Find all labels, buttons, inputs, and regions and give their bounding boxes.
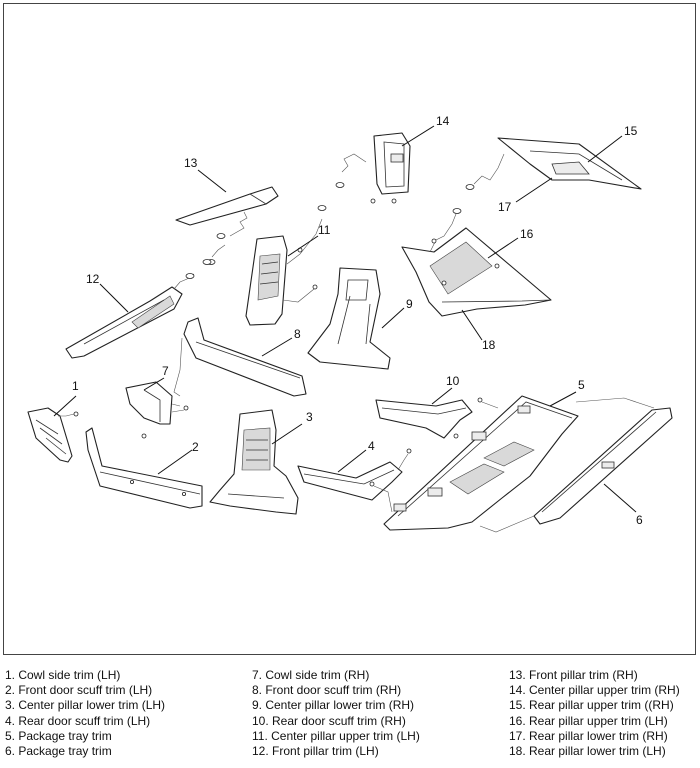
- callout-7: 7: [162, 364, 169, 378]
- legend-item: 16. Rear pillar upper trim (LH): [509, 713, 668, 728]
- callout-11: 11: [318, 223, 331, 237]
- legend-column-2: 7. Cowl side trim (RH) 8. Front door scu…: [252, 668, 420, 759]
- callout-6: 6: [636, 513, 643, 527]
- part-package-tray-trim: [369, 395, 579, 531]
- leader-lines: [53, 125, 637, 513]
- legend-item: 10. Rear door scuff trim (RH): [252, 713, 406, 728]
- diagram-frame: 1 2 3 4 5 6 7 8 9 10 11 12 13 14 15 16 1…: [3, 3, 696, 655]
- legend-item: 18. Rear pillar lower trim (LH): [509, 744, 666, 759]
- legend-item: 3. Center pillar lower trim (LH): [5, 698, 166, 713]
- part-front-door-scuff-trim-lh: [85, 427, 203, 509]
- callout-12: 12: [86, 272, 100, 286]
- legend-item: 15. Rear pillar upper trim ((RH): [509, 698, 674, 713]
- callout-14: 14: [436, 114, 450, 128]
- part-cowl-side-trim-rh: [125, 381, 189, 439]
- legend-item: 12. Front pillar trim (LH): [252, 744, 379, 759]
- legend-item: 5. Package tray trim: [5, 728, 112, 743]
- part-center-pillar-upper-trim-lh: [245, 205, 327, 326]
- part-rear-door-scuff-trim-lh: [297, 448, 412, 501]
- exploded-view-diagram: 1 2 3 4 5 6 7 8 9 10 11 12 13 14 15 16 1…: [27, 114, 673, 533]
- legend-item: 2. Front door scuff trim (LH): [5, 683, 153, 698]
- parts-legend: 1. Cowl side trim (LH) 2. Front door scu…: [5, 668, 695, 766]
- callout-17: 17: [498, 200, 512, 214]
- legend-item: 6. Package tray trim: [5, 744, 112, 759]
- callout-1: 1: [72, 379, 79, 393]
- part-rear-door-scuff-trim-rh: [375, 399, 473, 439]
- part-center-pillar-lower-trim-lh: [209, 409, 299, 515]
- callout-15: 15: [624, 124, 638, 138]
- part-front-door-scuff-trim-rh: [173, 317, 307, 397]
- part-center-pillar-upper-trim-rh: [335, 132, 411, 204]
- part-center-pillar-lower-trim-rh: [307, 267, 391, 370]
- callout-4: 4: [368, 439, 375, 453]
- callout-9: 9: [406, 297, 413, 311]
- legend-item: 17. Rear pillar lower trim (RH): [509, 728, 668, 743]
- legend-item: 14. Center pillar upper trim (RH): [509, 683, 680, 698]
- legend-column-3: 13. Front pillar trim (RH) 14. Center pi…: [509, 668, 680, 759]
- legend-item: 8. Front door scuff trim (RH): [252, 683, 402, 698]
- part-rear-pillar-trim-lh: [401, 208, 552, 317]
- part-front-pillar-trim-rh: [175, 186, 279, 265]
- callout-numbers: 1 2 3 4 5 6 7 8 9 10 11 12 13 14 15 16 1…: [72, 114, 643, 527]
- part-rear-pillar-trim-rh: [465, 137, 642, 190]
- legend-item: 13. Front pillar trim (RH): [509, 668, 638, 682]
- callout-2: 2: [192, 440, 199, 454]
- part-cowl-side-trim-lh: [27, 407, 79, 463]
- callout-8: 8: [294, 327, 301, 341]
- callout-5: 5: [578, 378, 585, 392]
- legend-item: 9. Center pillar lower trim (RH): [252, 698, 415, 713]
- legend-item: 1. Cowl side trim (LH): [5, 668, 121, 682]
- legend-item: 11. Center pillar upper trim (LH): [252, 728, 420, 743]
- legend-column-1: 1. Cowl side trim (LH) 2. Front door scu…: [5, 668, 165, 759]
- callout-16: 16: [520, 227, 534, 241]
- callout-10: 10: [446, 374, 460, 388]
- callout-18: 18: [482, 338, 496, 352]
- part-package-tray-cover: [479, 397, 673, 533]
- legend-item: 7. Cowl side trim (RH): [252, 668, 370, 682]
- part-front-pillar-trim-lh: [65, 259, 212, 359]
- callout-13: 13: [184, 156, 198, 170]
- callout-3: 3: [306, 410, 313, 424]
- legend-item: 4. Rear door scuff trim (LH): [5, 713, 151, 728]
